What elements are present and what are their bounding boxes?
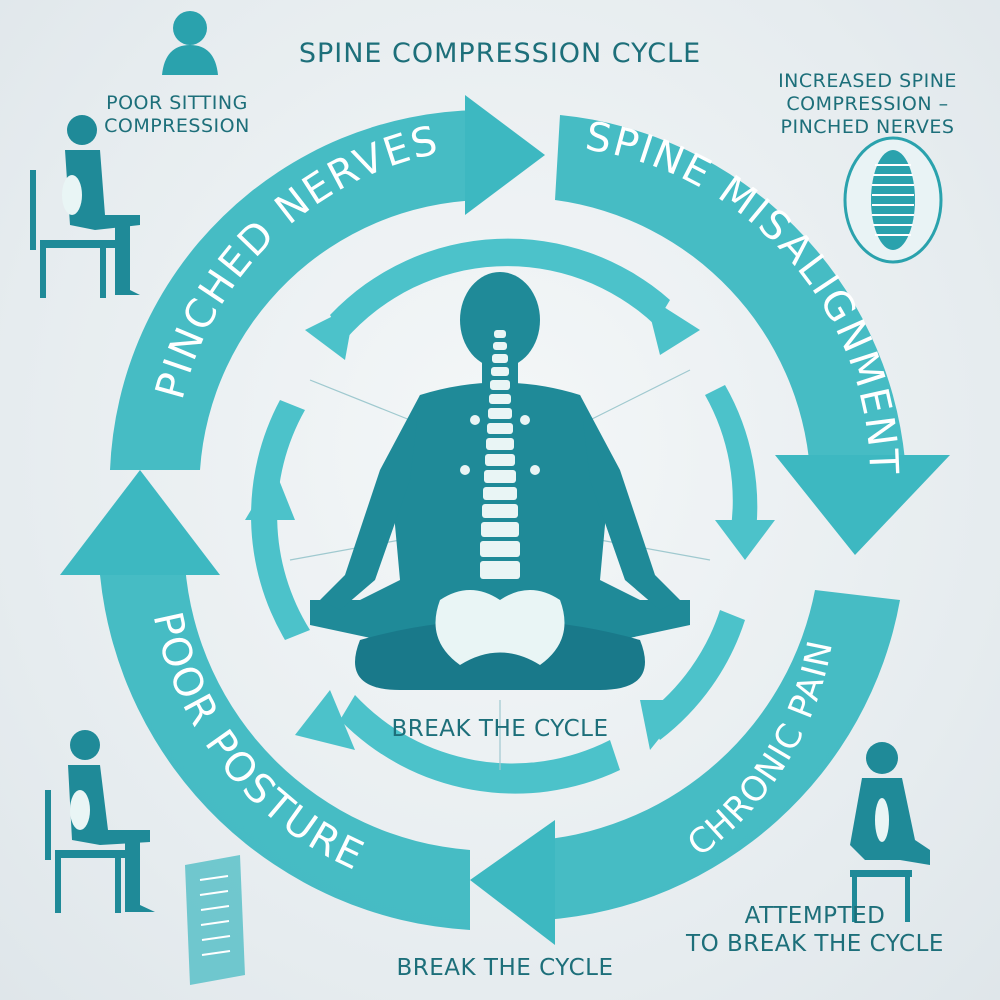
inner-arrowhead-right [715,520,775,560]
inner-arrowhead-top-left [305,305,355,360]
callout-poor-sitting: POOR SITTING COMPRESSION [104,92,250,137]
arrowhead-bottom [470,820,555,945]
callout-break-bottom: BREAK THE CYCLE [396,955,614,981]
outer-cycle-arrows [60,95,950,945]
inner-arrow-bottom [340,695,620,794]
callout-increased-compression: INCREASED SPINE COMPRESSION – PINCHED NE… [778,70,957,138]
arrow-pinched-nerves [110,110,480,470]
inner-arrowhead-top-right [645,295,700,355]
person-bust-icon [162,11,218,75]
inner-arrow-right [705,385,758,540]
inner-cycle-arrows [245,238,775,794]
seated-person-icon-bottom-right [850,742,930,922]
seated-person-icon-top [30,115,140,298]
arrow-poor-posture [100,565,470,930]
meditating-figure-icon [310,272,690,690]
arrow-chronic-pain [540,590,900,920]
arrowhead-top [465,95,545,215]
arrowhead-right [775,455,950,555]
inner-arrowhead-bottom-right [640,700,690,750]
callout-attempted: ATTEMPTED TO BREAK THE CYCLE [686,903,944,957]
inner-arrowhead-left [245,470,295,520]
spine-diagram-icon [843,136,943,264]
spine-panel-icon [185,855,245,985]
spine-icon [435,330,565,665]
inner-arrow-top [330,238,670,340]
arrow-spine-misalignment [555,115,905,470]
inner-arrow-left [251,400,310,640]
inner-arrowhead-bottom [295,690,355,750]
diagram-title: SPINE COMPRESSION CYCLE [298,38,702,69]
callout-break-center: BREAK THE CYCLE [391,716,609,742]
seated-person-icon-bottom-left [45,730,155,913]
arrowhead-left [60,470,220,575]
